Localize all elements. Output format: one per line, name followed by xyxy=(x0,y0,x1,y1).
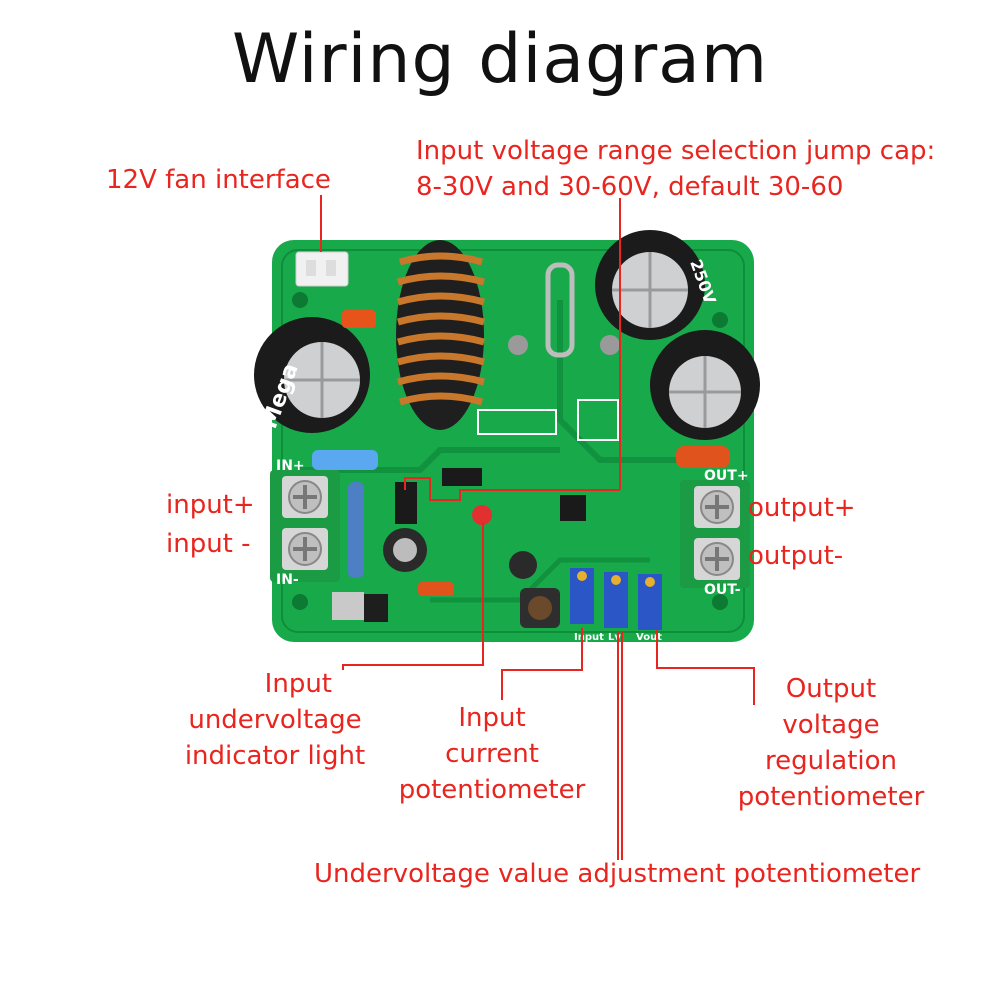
out-plus-silk: OUT+ xyxy=(704,468,749,484)
label-uv-light: Input undervoltage indicator light xyxy=(180,666,370,774)
label-input-current: Input current potentiometer xyxy=(392,700,592,808)
label-uv-adjust: Undervoltage value adjustment potentiome… xyxy=(314,859,921,889)
pot2-silk: Lv xyxy=(608,632,621,643)
capacitor-top-right: 250V xyxy=(595,230,720,340)
label-input-current-line3: potentiometer xyxy=(398,775,586,805)
label-input-minus: input - xyxy=(166,529,251,559)
pot-output-voltage: Vout xyxy=(636,574,662,643)
label-uv-light-line1: Input xyxy=(264,669,332,699)
pot-input-current: Input xyxy=(570,568,604,643)
label-input-current-line1: Input xyxy=(458,703,526,733)
capacitor-left: Mega xyxy=(254,317,370,433)
label-output-voltage: Output voltage regulation potentiometer xyxy=(728,671,934,815)
output-terminal: OUT+ OUT- xyxy=(680,468,750,598)
leader-output-voltage xyxy=(656,630,755,705)
label-jump-cap-line2: 8-30V and 30-60V, default 30-60 xyxy=(416,172,844,202)
fan-connector xyxy=(295,251,349,287)
leader-input-current xyxy=(501,628,583,700)
undervoltage-led xyxy=(472,505,492,525)
regulator xyxy=(332,592,364,620)
label-input-current-line2: current xyxy=(445,739,539,769)
diode-smd xyxy=(418,582,454,596)
leader-uv-light xyxy=(342,522,484,670)
label-uv-light-line2: undervoltage xyxy=(188,705,362,735)
label-output-voltage-line3: regulation xyxy=(764,746,898,776)
label-jump-cap-line1: Input voltage range selection jump cap: xyxy=(416,136,936,166)
input-terminal: IN+ IN- xyxy=(270,458,340,588)
pot3-silk: Vout xyxy=(636,632,662,643)
label-input-plus: input+ xyxy=(166,490,255,520)
label-output-minus: output- xyxy=(748,541,844,571)
out-minus-silk: OUT- xyxy=(704,582,741,598)
label-jump-cap: Input voltage range selection jump cap: … xyxy=(416,133,935,205)
label-output-voltage-line4: potentiometer xyxy=(737,782,925,812)
label-fan-interface: 12V fan interface xyxy=(106,165,331,195)
small-capacitor-2 xyxy=(509,551,537,579)
in-plus-silk: IN+ xyxy=(276,458,305,474)
pot-undervoltage: Lv xyxy=(604,572,628,643)
film-capacitor xyxy=(676,446,730,468)
label-uv-light-line3: indicator light xyxy=(184,741,366,771)
label-output-plus: output+ xyxy=(748,493,856,523)
capacitor-right xyxy=(650,330,760,440)
fuse xyxy=(312,450,378,470)
jump-cap xyxy=(395,482,417,524)
leader-lines xyxy=(320,195,755,860)
pot1-silk: Input xyxy=(574,632,604,643)
label-output-voltage-line1: Output xyxy=(785,674,877,704)
resistor-blue xyxy=(348,482,364,578)
resistor-smd xyxy=(342,310,376,328)
in-minus-silk: IN- xyxy=(276,572,299,588)
page-title: Wiring diagram xyxy=(231,20,769,99)
toroid-inductor xyxy=(396,240,485,430)
label-output-voltage-line2: voltage xyxy=(782,710,880,740)
